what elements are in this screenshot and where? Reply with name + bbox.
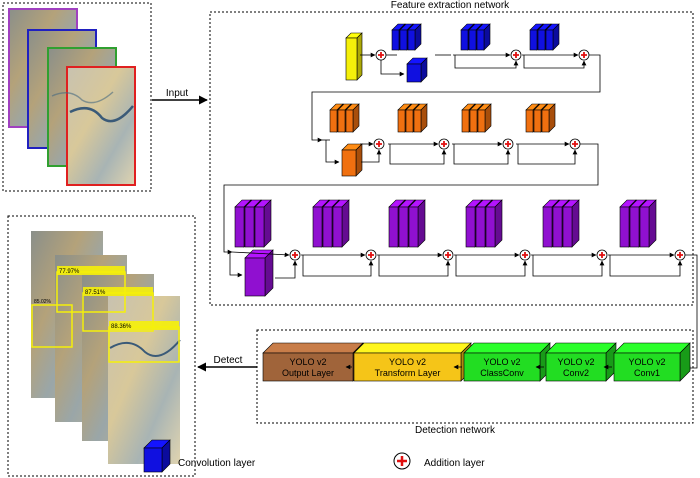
convolution-cube [545,23,560,51]
cube-icon [143,439,171,473]
input-block [345,32,363,81]
convolution-cube [406,57,428,83]
convolution-cube [477,103,492,133]
detection-score: 85.02% [34,299,52,305]
convolution-cube [345,103,360,133]
convolution-cube [244,249,274,297]
addition-node [578,49,590,61]
input-frame-4 [66,66,136,186]
legend-addition-label: Addition layer [424,458,485,469]
detection-layer-name: YOLO v2 [483,357,520,367]
convolution-cube [541,103,556,133]
detection-layer-type: ClassConv [480,368,524,378]
detection-score: 87.51% [85,290,106,296]
addition-node [502,138,514,150]
detect-label: Detect [214,355,243,366]
detection-score: 77.97% [59,269,80,275]
input-images-panel [2,2,152,192]
convolution-cube [413,103,428,133]
input-label: Input [166,88,188,99]
convolution-cube [476,23,491,51]
detection-score: 88.36% [111,324,132,330]
addition-node [365,249,377,261]
detection-layer-name: YOLO v2 [628,357,665,367]
detection-layer-type: Conv1 [634,368,660,378]
detection-box [31,304,73,348]
convolution-cube [408,199,426,248]
addition-node [438,138,450,150]
convolution-cube [485,199,503,248]
feature-extraction-box [209,11,694,306]
convolution-cube [562,199,580,248]
addition-node [674,249,686,261]
detection-layer-name: YOLO v2 [557,357,594,367]
feature-extraction-network [223,23,698,371]
addition-node [375,49,387,61]
detection-layer-name: YOLO v2 [389,357,426,367]
addition-node [569,138,581,150]
detection-layer-4 [613,342,691,382]
detection-network-label: Detection network [415,425,496,436]
addition-node [289,249,301,261]
detection-layer-type: Transform Layer [375,368,441,378]
output-images-panel: 85.02% 77.97% 87.51% 88.36% [7,215,196,477]
convolution-cube [254,199,272,248]
legend-convolution-label: Convolution layer [178,458,256,469]
addition-node [510,49,522,61]
detection-layer-type: Output Layer [282,368,334,378]
detection-layer-type: Conv2 [563,368,589,378]
detection-network-box [256,329,694,424]
addition-node [596,249,608,261]
plus-circle-icon [393,452,411,470]
legend: Convolution layer Addition layer [143,439,485,473]
addition-node [373,138,385,150]
addition-node [442,249,454,261]
convolution-cube [341,143,363,177]
convolution-cube [639,199,657,248]
convolution-cube [332,199,350,248]
detection-layer-name: YOLO v2 [289,357,326,367]
addition-node [519,249,531,261]
cube-icon [143,439,171,473]
convolution-cube [407,23,422,51]
diagram-title: Feature extraction network [391,0,510,11]
